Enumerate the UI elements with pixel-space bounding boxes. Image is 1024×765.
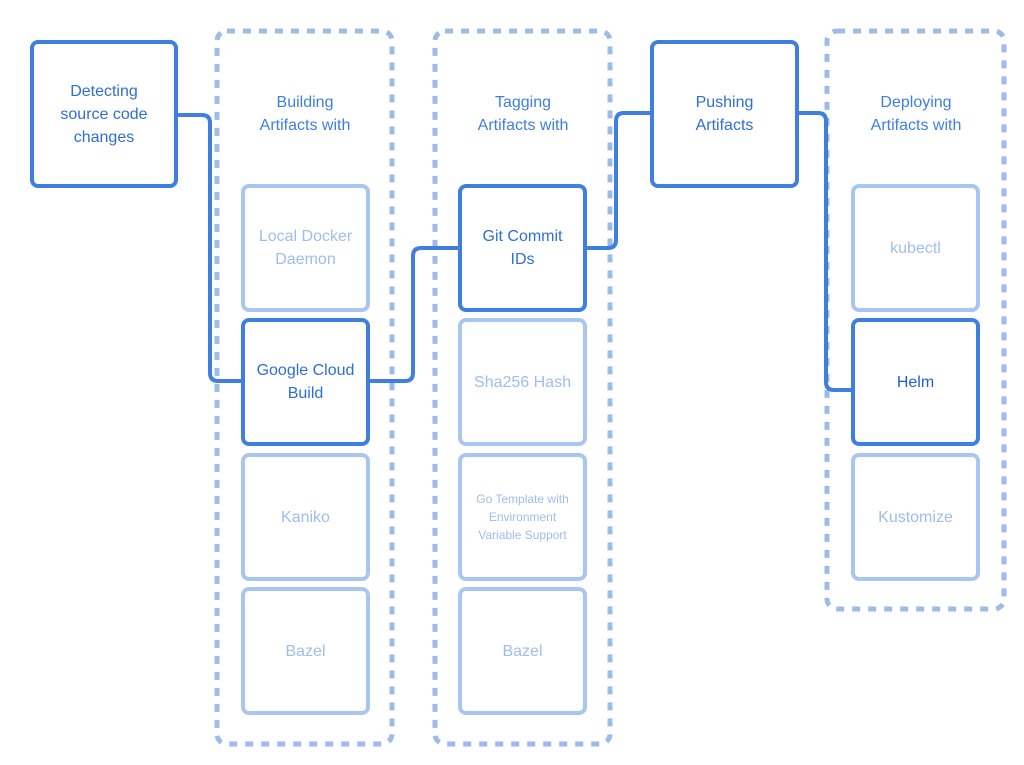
tag-option-git-commit-ids: Git Commit IDs [458, 184, 587, 312]
build-option-local-docker-daemon: Local Docker Daemon [241, 184, 370, 312]
connector-tag-to-push [585, 111, 652, 250]
detect-stage-box: Detecting source code changes [30, 40, 178, 188]
deploy-column-title: Deploying Artifacts with [870, 94, 962, 134]
build-option-kaniko: Kaniko [241, 453, 370, 581]
tag-group-border [432, 28, 613, 747]
tag-option-bazel: Bazel [458, 587, 587, 715]
connector-detect-to-build [176, 113, 243, 383]
build-column-title: Building Artifacts with [259, 94, 351, 134]
deploy-option-kubectl: kubectl [851, 184, 980, 312]
deploy-group-border [824, 28, 1007, 612]
build-group-border [214, 28, 395, 747]
tag-option-sha256-hash: Sha256 Hash [458, 318, 587, 446]
tag-column-title: Tagging Artifacts with [477, 94, 569, 134]
connector-build-to-tag [368, 246, 460, 383]
deploy-option-helm: Helm [851, 318, 980, 446]
deploy-option-kustomize: Kustomize [851, 453, 980, 581]
build-option-bazel: Bazel [241, 587, 370, 715]
connector-push-to-deploy [797, 111, 853, 392]
push-stage-box: Pushing Artifacts [650, 40, 799, 188]
build-option-google-cloud-build: Google Cloud Build [241, 318, 370, 446]
tag-option-go-template: Go Template with Environment Variable Su… [458, 453, 587, 581]
